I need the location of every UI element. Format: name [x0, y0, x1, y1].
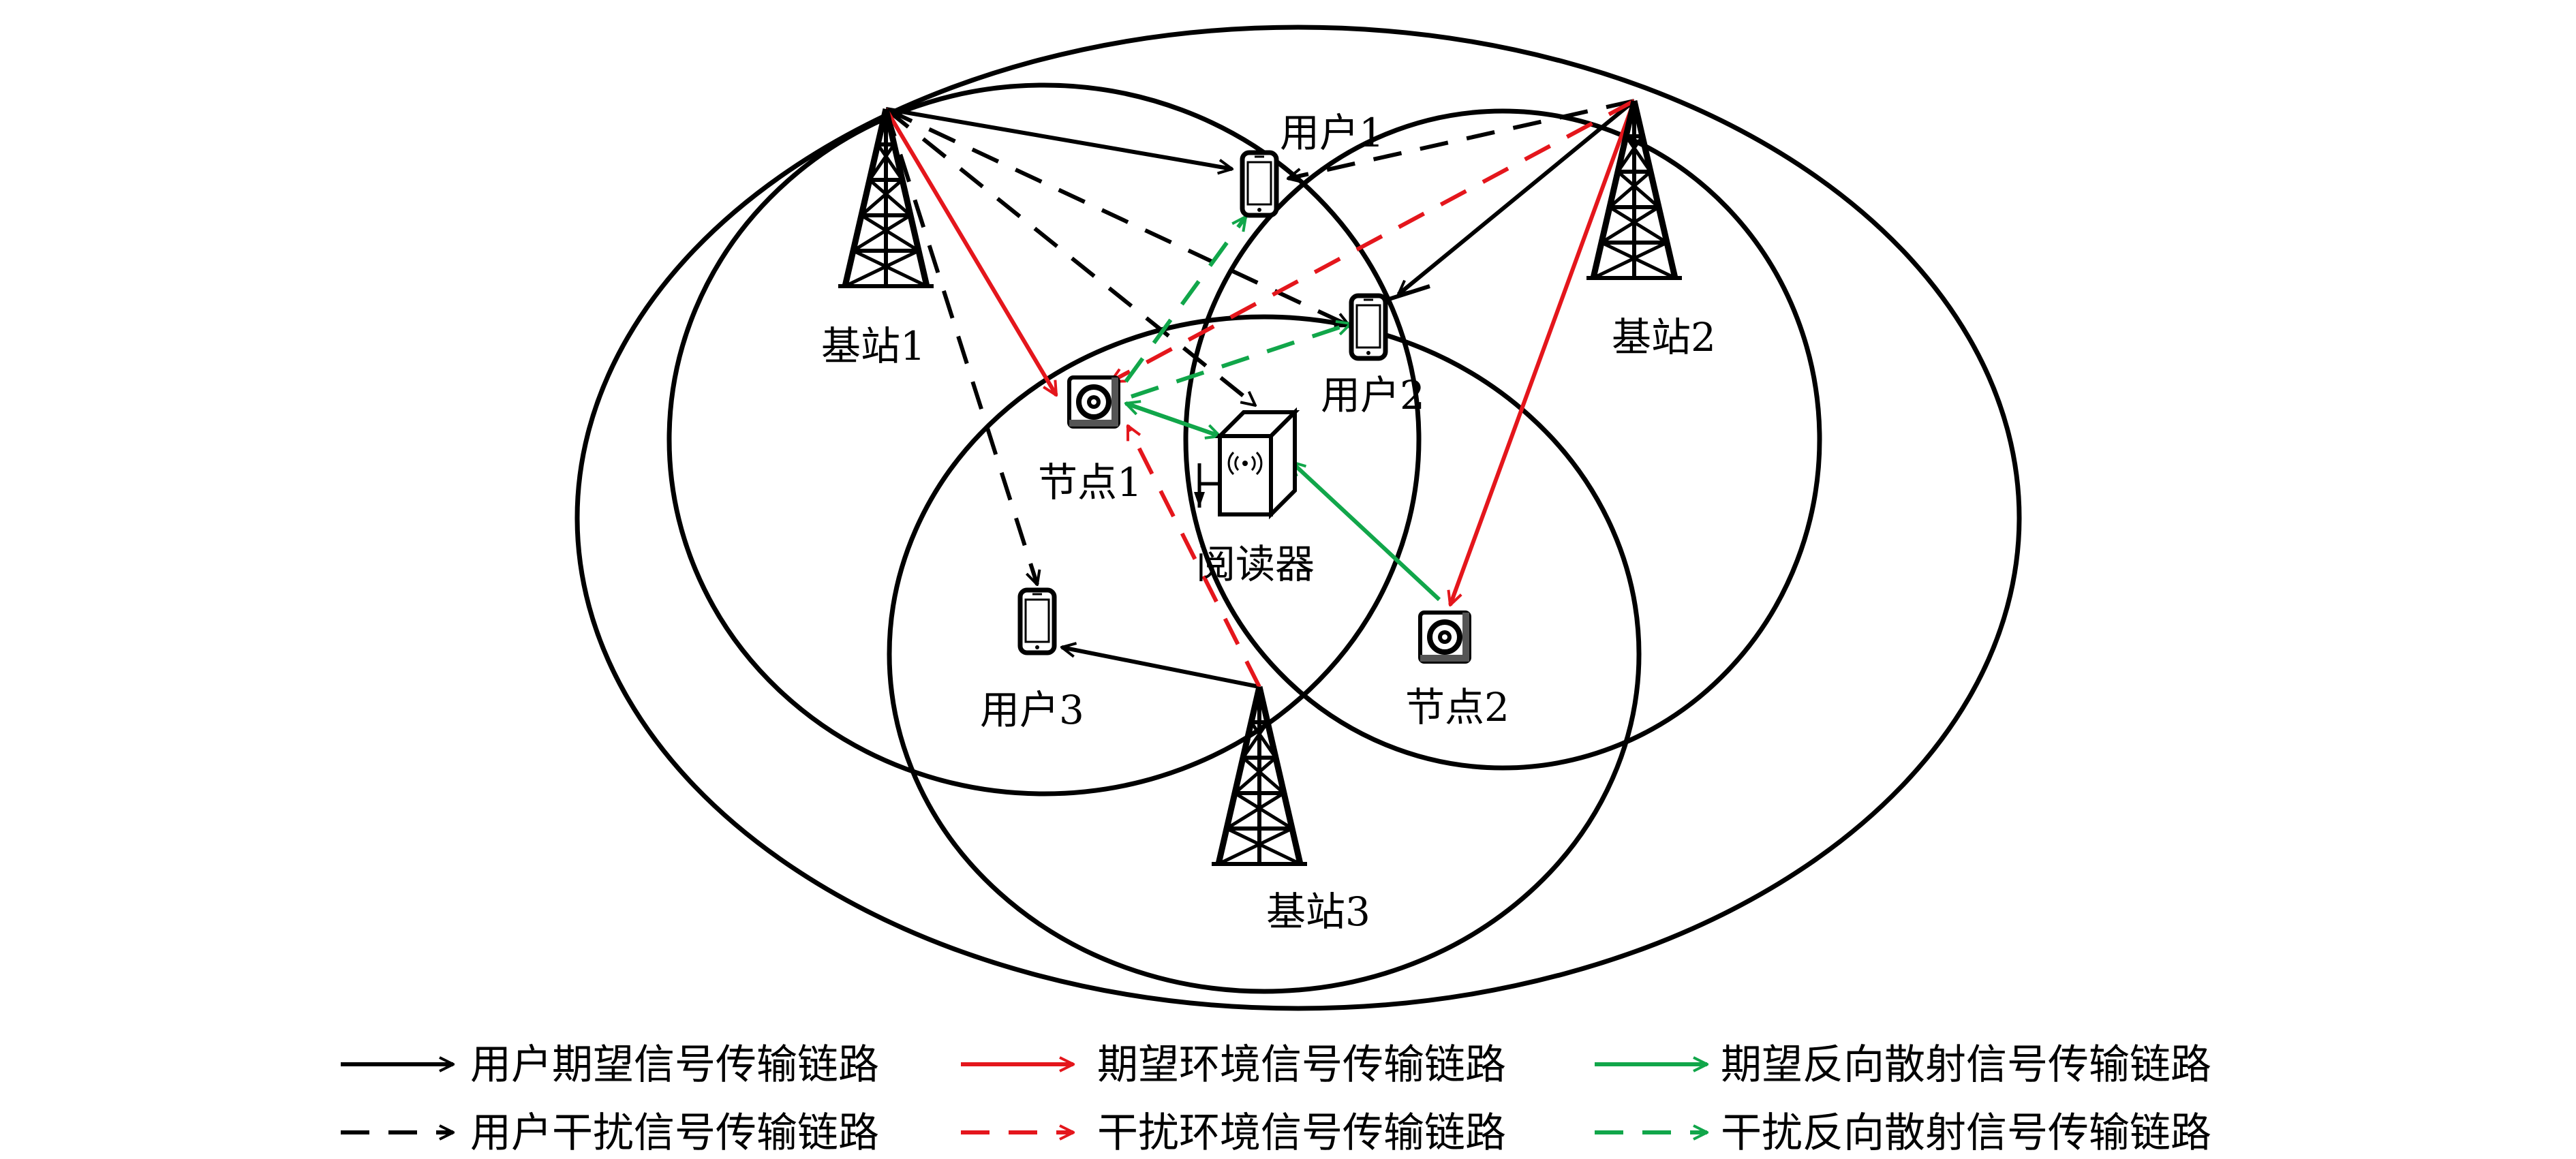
- link-bs2-node2-ambient: [1450, 99, 1636, 605]
- legend-label: 干扰反向散射信号传输链路: [1721, 1109, 2211, 1157]
- coverage-circles: [574, 25, 2022, 1011]
- signal-links: [884, 99, 1636, 689]
- legend: 用户期望信号传输链路 期望环境信号传输链路 期望反向散射信号传输链路 用户干扰信…: [341, 1041, 2211, 1157]
- legend-label: 期望反向散射信号传输链路: [1721, 1041, 2211, 1089]
- link-bs1-node1-ambient: [884, 108, 1058, 395]
- bs3-coverage-circle: [887, 314, 1642, 994]
- link-bs1-user2-interference: [885, 107, 1349, 328]
- label-user1: 用户1: [1280, 110, 1384, 156]
- link-node2-reader-backscatter: [1291, 462, 1441, 602]
- link-bs3-node1-ambient-interference: [1126, 426, 1261, 688]
- link-bs1-user1-desired: [885, 107, 1232, 169]
- label-node1: 节点1: [1038, 459, 1142, 506]
- label-bs2: 基站2: [1612, 314, 1716, 360]
- legend-label: 干扰环境信号传输链路: [1097, 1109, 1506, 1157]
- diagram-labels: 基站1 基站2 基站3 用户1 用户2 用户3 节点1 节点2 阅读器: [821, 110, 1716, 935]
- legend-label: 用户期望信号传输链路: [470, 1041, 879, 1089]
- mobile-phone-icon: [1351, 296, 1385, 358]
- label-bs3: 基站3: [1266, 888, 1370, 935]
- backscatter-node-icon: [1069, 377, 1118, 427]
- mobile-phone-icon: [1242, 153, 1276, 215]
- link-bs3-user3-desired: [1062, 647, 1260, 689]
- outer-coverage-ellipse: [574, 25, 2022, 1011]
- label-reader: 阅读器: [1196, 541, 1315, 587]
- link-bs2-node1-ambient-interference: [1111, 99, 1636, 384]
- link-bs2-user2-interference-tick: [1386, 284, 1430, 302]
- legend-item: 用户干扰信号传输链路: [341, 1109, 879, 1157]
- link-bs1-user3-interference: [884, 108, 1037, 585]
- legend-item: 用户期望信号传输链路: [341, 1041, 879, 1089]
- label-bs1: 基站1: [821, 323, 925, 369]
- legend-item: 期望环境信号传输链路: [961, 1041, 1506, 1089]
- rfid-reader-icon: [1194, 407, 1300, 520]
- link-node1-user2-backscatter-interference: [1131, 324, 1351, 399]
- legend-item: 干扰反向散射信号传输链路: [1595, 1109, 2211, 1157]
- legend-item: 干扰环境信号传输链路: [961, 1109, 1506, 1157]
- label-user3: 用户3: [980, 687, 1084, 733]
- legend-item: 期望反向散射信号传输链路: [1595, 1041, 2211, 1089]
- legend-label: 期望环境信号传输链路: [1097, 1041, 1506, 1089]
- link-node1-user1-backscatter-interference: [1124, 217, 1246, 383]
- label-user2: 用户2: [1321, 372, 1425, 418]
- link-bs1-reader-interference: [885, 107, 1255, 405]
- link-reader-node1-backscatter: [1126, 403, 1221, 438]
- backscatter-node-icon: [1420, 613, 1469, 662]
- link-bs2-user1-interference: [1288, 99, 1635, 179]
- bs1-coverage-circle: [666, 82, 1422, 797]
- label-node2: 节点2: [1405, 684, 1509, 730]
- mobile-phone-icon: [1020, 590, 1054, 653]
- bs2-coverage-circle: [1183, 108, 1822, 771]
- cell-tower-icon: [1212, 687, 1307, 864]
- link-bs2-user2-desired: [1398, 99, 1636, 294]
- legend-label: 用户干扰信号传输链路: [470, 1109, 879, 1157]
